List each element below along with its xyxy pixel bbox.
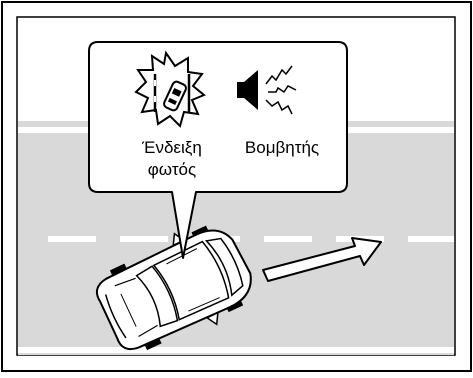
warning-light-label-line2: φωτός: [148, 160, 196, 179]
warning-light-label-line1: Ένδειξη: [141, 138, 202, 157]
buzzer-label: Βομβητής: [245, 138, 319, 157]
